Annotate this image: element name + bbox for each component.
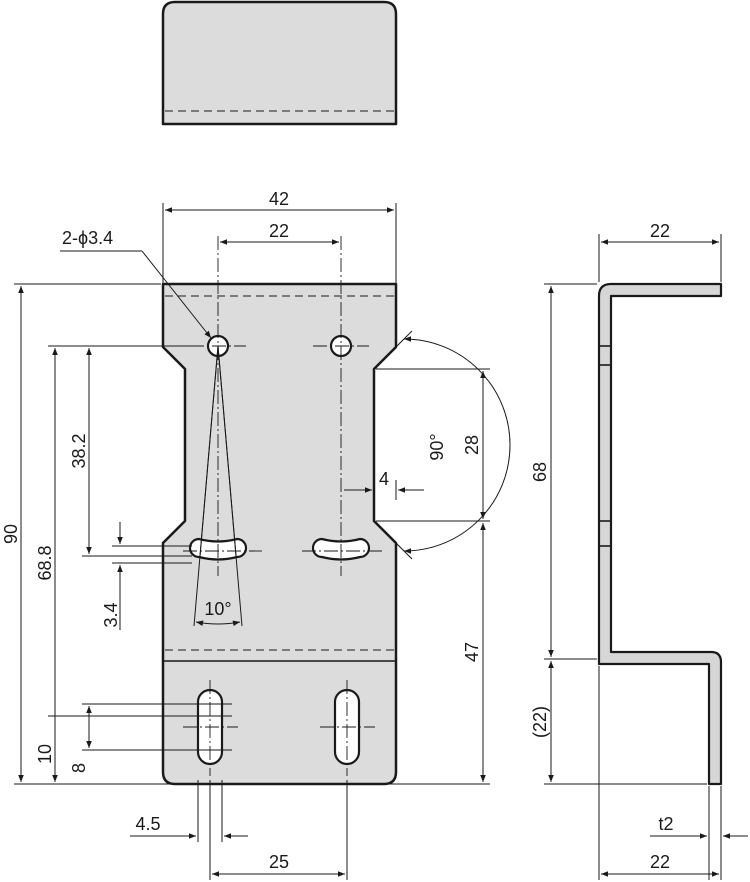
front-view: 10° 2-ϕ3.4 42 22 90 68.8 38.2 3.4 [1, 189, 511, 880]
flange-width-label: 22 [650, 221, 670, 241]
angle-ray-inner-right [217, 345, 237, 557]
top-view-outline [161, 0, 398, 126]
side-view: 22 68 (22) t2 22 [530, 221, 748, 880]
notch-depth-label: 4 [379, 469, 389, 489]
lower-height-ref-label: (22) [530, 706, 550, 738]
angle-arc-10 [195, 620, 241, 627]
hole-to-slot-label: 38.2 [69, 433, 89, 468]
side-profile [597, 282, 723, 786]
overall-height-label: 90 [1, 524, 21, 544]
lower-slot-pitch-label: 25 [269, 852, 289, 872]
hole-pitch-label: 22 [269, 221, 289, 241]
lower-slot-width-label: 4.5 [135, 814, 160, 834]
hole-callout-label: 2-ϕ3.4 [62, 228, 113, 248]
slot-to-hole-total-label: 68.8 [35, 545, 55, 580]
notch-height-label: 28 [462, 435, 482, 455]
base-width-label: 22 [650, 852, 670, 872]
slot-width-label: 3.4 [101, 602, 121, 627]
upper-height-label: 68 [530, 462, 550, 482]
lower-slot-length-label: 8 [69, 763, 89, 773]
overall-width-label: 42 [269, 189, 289, 209]
angle-ray-inner-left [199, 345, 219, 557]
callout-leader [141, 250, 212, 339]
thickness-label: t2 [658, 814, 673, 834]
slot-angle-label: 10° [204, 599, 231, 619]
lower-slot-offset-label: 10 [35, 744, 55, 764]
notch-angle-label: 90° [427, 433, 447, 460]
top-view [161, 0, 398, 126]
notch-angle-arc [403, 336, 511, 554]
lower-height-label: 47 [462, 642, 482, 662]
